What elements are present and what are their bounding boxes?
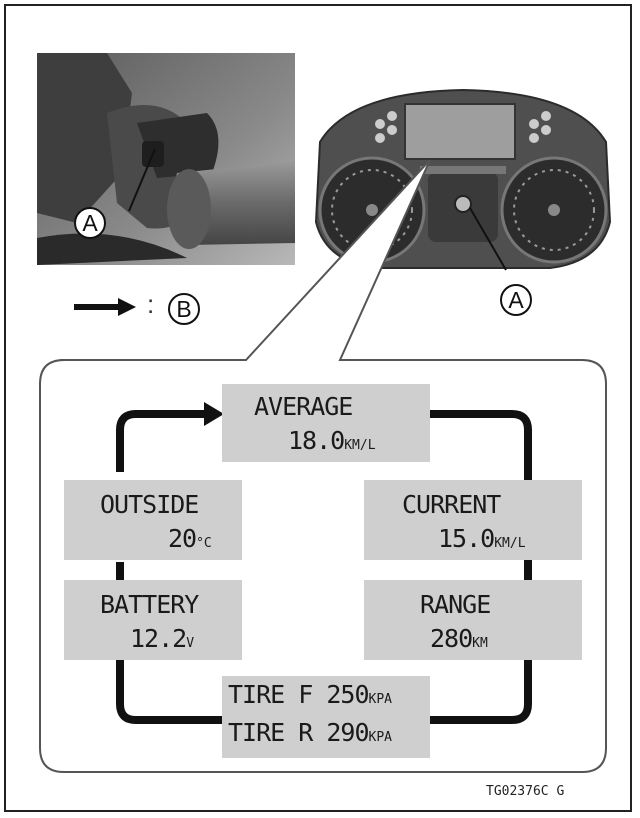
label-a-cluster: A — [500, 284, 532, 316]
average-value: 18.0 — [288, 426, 345, 455]
tire-front-unit: KPA — [368, 692, 393, 707]
tire-rear-value: 290 — [326, 718, 369, 747]
current-title: CURRENT — [402, 490, 501, 519]
panel-outside: OUTSIDE 20°C — [64, 480, 242, 560]
label-b: B — [168, 293, 200, 325]
figure-code: TG02376C G — [486, 784, 565, 799]
label-a-photo: A — [74, 207, 106, 239]
panel-battery: BATTERY 12.2V — [64, 580, 242, 660]
legend-colon: : — [147, 289, 155, 319]
outside-value: 20 — [168, 524, 197, 553]
arrow-right-icon — [74, 298, 136, 316]
panel-range: RANGE 280KM — [364, 580, 582, 660]
tire-front-value: 250 — [326, 680, 369, 709]
average-unit: KM/L — [344, 438, 376, 453]
tire-rear-label: TIRE R — [228, 718, 313, 747]
average-title: AVERAGE — [254, 392, 353, 421]
battery-title: BATTERY — [100, 590, 199, 619]
range-unit: KM — [472, 636, 488, 651]
tire-front-label: TIRE F — [228, 680, 313, 709]
outside-unit: °C — [196, 536, 212, 551]
range-title: RANGE — [420, 590, 491, 619]
current-unit: KM/L — [494, 536, 526, 551]
outside-title: OUTSIDE — [100, 490, 199, 519]
range-value: 280 — [430, 624, 473, 653]
panel-tire-pressure: TIRE F 250KPA TIRE R 290KPA — [222, 676, 430, 758]
battery-unit: V — [186, 636, 195, 651]
figure-frame — [4, 4, 632, 812]
panel-average: AVERAGE 18.0KM/L — [222, 384, 430, 462]
tire-rear-unit: KPA — [368, 730, 393, 745]
panel-current: CURRENT 15.0KM/L — [364, 480, 582, 560]
current-value: 15.0 — [438, 524, 495, 553]
battery-value: 12.2 — [130, 624, 187, 653]
